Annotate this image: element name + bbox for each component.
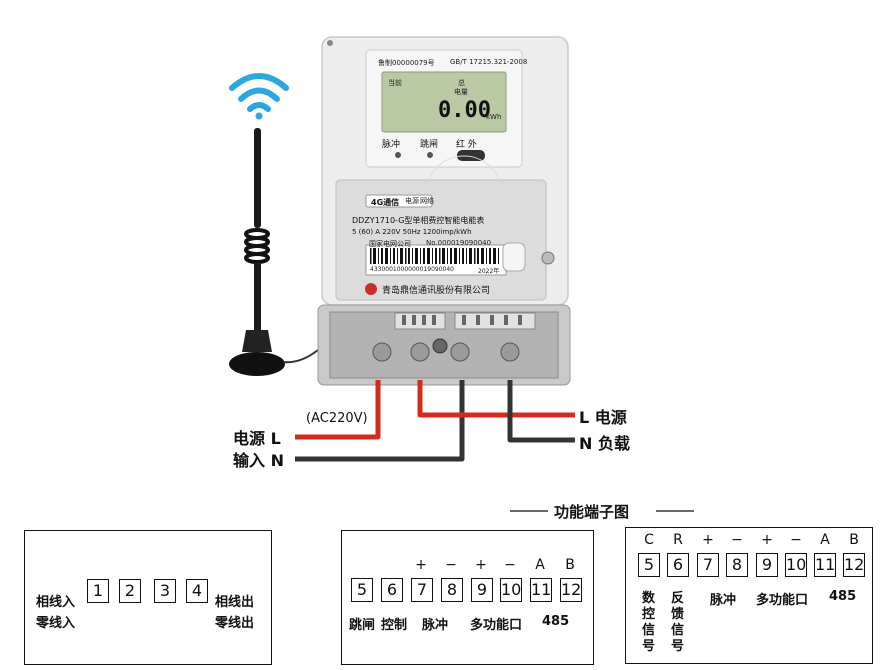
right-sign-c: C <box>644 532 654 548</box>
right-terminal-box <box>625 527 873 664</box>
input-n-label: 输入 N <box>233 451 284 470</box>
meter-maker: 青岛鼎信通讯股份有限公司 <box>382 286 491 296</box>
right-terminal-7: 7 <box>697 553 719 577</box>
mid-label-control: 控制 <box>381 618 408 633</box>
lcd-total-label: 总 <box>458 79 465 87</box>
right-sign-b: B <box>849 532 859 548</box>
mid-terminal-8: 8 <box>441 578 463 602</box>
lcd-current-label: 当前 <box>388 79 402 87</box>
mid-terminal-7: 7 <box>411 578 433 602</box>
right-terminal-10: 10 <box>785 553 807 577</box>
mid-terminal-10: 10 <box>500 578 522 602</box>
mid-terminal-12: 12 <box>560 578 582 602</box>
right-terminal-6: 6 <box>667 553 689 577</box>
mid-label-485: 485 <box>542 614 570 629</box>
right-sign-a: A <box>820 532 830 548</box>
terminal-2: 2 <box>119 579 141 603</box>
mid-sign-minus-1: − <box>445 557 457 573</box>
meter-cert: 鲁制00000079号 <box>378 59 435 67</box>
power-l-label: 电源 L <box>233 429 281 448</box>
right-sign-minus-1: − <box>731 532 743 548</box>
right-terminal-5: 5 <box>638 553 660 577</box>
terminal-block <box>317 304 571 386</box>
led-pulse-label: 脉冲 <box>382 140 401 150</box>
meter-serial: No.000019090040 <box>426 239 492 247</box>
mid-terminal-9: 9 <box>471 578 493 602</box>
mid-sign-b: B <box>565 557 575 573</box>
right-terminal-9: 9 <box>756 553 778 577</box>
mid-terminal-5: 5 <box>351 578 373 602</box>
right-vert-feedback: 反馈信号 <box>671 591 685 654</box>
mid-terminal-11: 11 <box>530 578 552 602</box>
maker-logo <box>365 283 377 295</box>
led-trip-label: 跳闸 <box>420 140 439 150</box>
right-label-multi: 多功能口 <box>756 593 809 608</box>
right-terminal-11: 11 <box>814 553 836 577</box>
neutral-in-label: 零线入 <box>36 616 76 631</box>
meter-body <box>321 36 569 306</box>
mid-label-trip: 跳闸 <box>349 618 376 633</box>
mid-label-pulse: 脉冲 <box>422 618 449 633</box>
right-terminal-12: 12 <box>843 553 865 577</box>
right-label-485: 485 <box>829 589 857 604</box>
meter-model: DDZY1710-G型单相费控智能电能表 <box>352 216 485 225</box>
right-label-pulse: 脉冲 <box>710 593 737 608</box>
right-sign-minus-2: − <box>790 532 802 548</box>
neutral-out-label: 零线出 <box>215 616 255 631</box>
antenna <box>229 128 319 376</box>
right-sign-plus-1: + <box>702 532 714 548</box>
led-network-label: 网络 <box>420 197 434 205</box>
barcode-digits: 4330001000000019090040 <box>370 266 454 273</box>
meter-year: 2022年 <box>478 268 500 275</box>
mid-sign-plus-2: + <box>475 557 487 573</box>
meter-owner: 国家电网公司 <box>369 240 411 248</box>
right-terminal-8: 8 <box>726 553 748 577</box>
right-sign-plus-2: + <box>761 532 773 548</box>
terminal-1: 1 <box>87 579 109 603</box>
wires <box>295 380 575 462</box>
left-terminal-box <box>24 530 272 665</box>
phase-out-label: 相线出 <box>215 595 255 610</box>
right-sign-r: R <box>673 532 683 548</box>
lcd-unit: kWh <box>486 113 502 121</box>
wifi-icon <box>229 73 289 120</box>
ac-voltage-label: (AC220V) <box>306 411 368 426</box>
led-signal-label: 电源 <box>405 197 419 205</box>
output-n-label: N 负载 <box>579 434 630 453</box>
mid-sign-minus-2: − <box>504 557 516 573</box>
meter-spec: 5 (60) A 220V 50Hz 1200imp/kWh <box>352 228 472 236</box>
meter-standard: GB/T 17215.321-2008 <box>450 58 528 66</box>
mid-terminal-6: 6 <box>381 578 403 602</box>
lcd-energy-label: 电量 <box>454 88 468 96</box>
barcode <box>370 248 499 264</box>
comm-label: 4G通信 <box>371 198 400 207</box>
lcd-reading: 0.00 <box>438 98 491 123</box>
output-l-label: L 电源 <box>579 408 627 427</box>
mid-label-multi: 多功能口 <box>470 618 523 633</box>
mid-sign-plus-1: + <box>415 557 427 573</box>
middle-terminal-box <box>341 530 594 665</box>
terminal-3: 3 <box>154 579 176 603</box>
led-ir-label: 红 外 <box>456 140 477 150</box>
section-title: 功能端子图 <box>554 503 630 521</box>
terminal-4: 4 <box>186 579 208 603</box>
right-vert-numctrl: 数控信号 <box>642 591 656 654</box>
mid-sign-a: A <box>535 557 545 573</box>
phase-in-label: 相线入 <box>36 595 76 610</box>
